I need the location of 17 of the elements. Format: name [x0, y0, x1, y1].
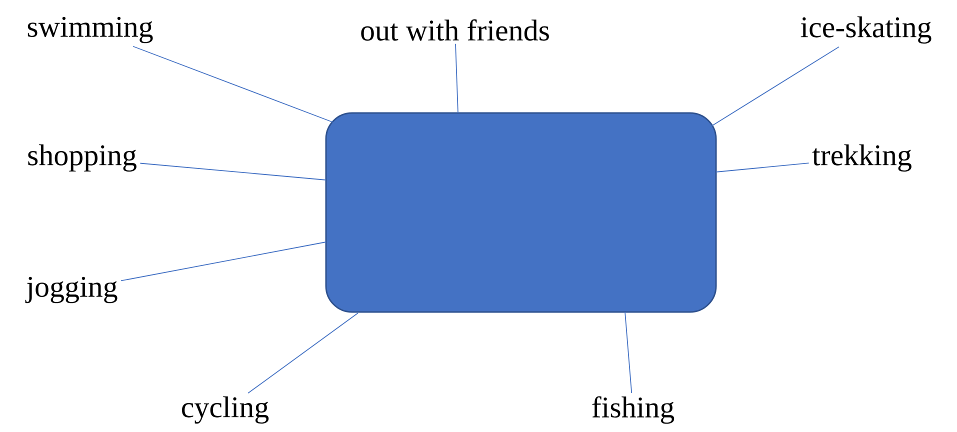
activity-label: swimming	[28, 16, 153, 44]
leader-line	[716, 162, 810, 172]
leader-line	[710, 46, 840, 128]
rounded-box	[325, 112, 717, 313]
leader-line	[455, 43, 458, 114]
leader-line	[248, 312, 358, 394]
leader-line	[120, 242, 326, 282]
activity-label: shopping	[28, 144, 136, 172]
activity-label: fishing	[592, 396, 674, 424]
leader-line	[132, 46, 336, 124]
activity-label: trekking	[812, 144, 912, 172]
leader-line	[624, 312, 632, 394]
leader-line	[140, 162, 326, 180]
activity-label: out with friends	[361, 19, 549, 41]
activity-label: jogging	[25, 276, 118, 304]
activity-label: ice-skating	[800, 16, 932, 44]
activity-label: cycling	[182, 396, 269, 424]
